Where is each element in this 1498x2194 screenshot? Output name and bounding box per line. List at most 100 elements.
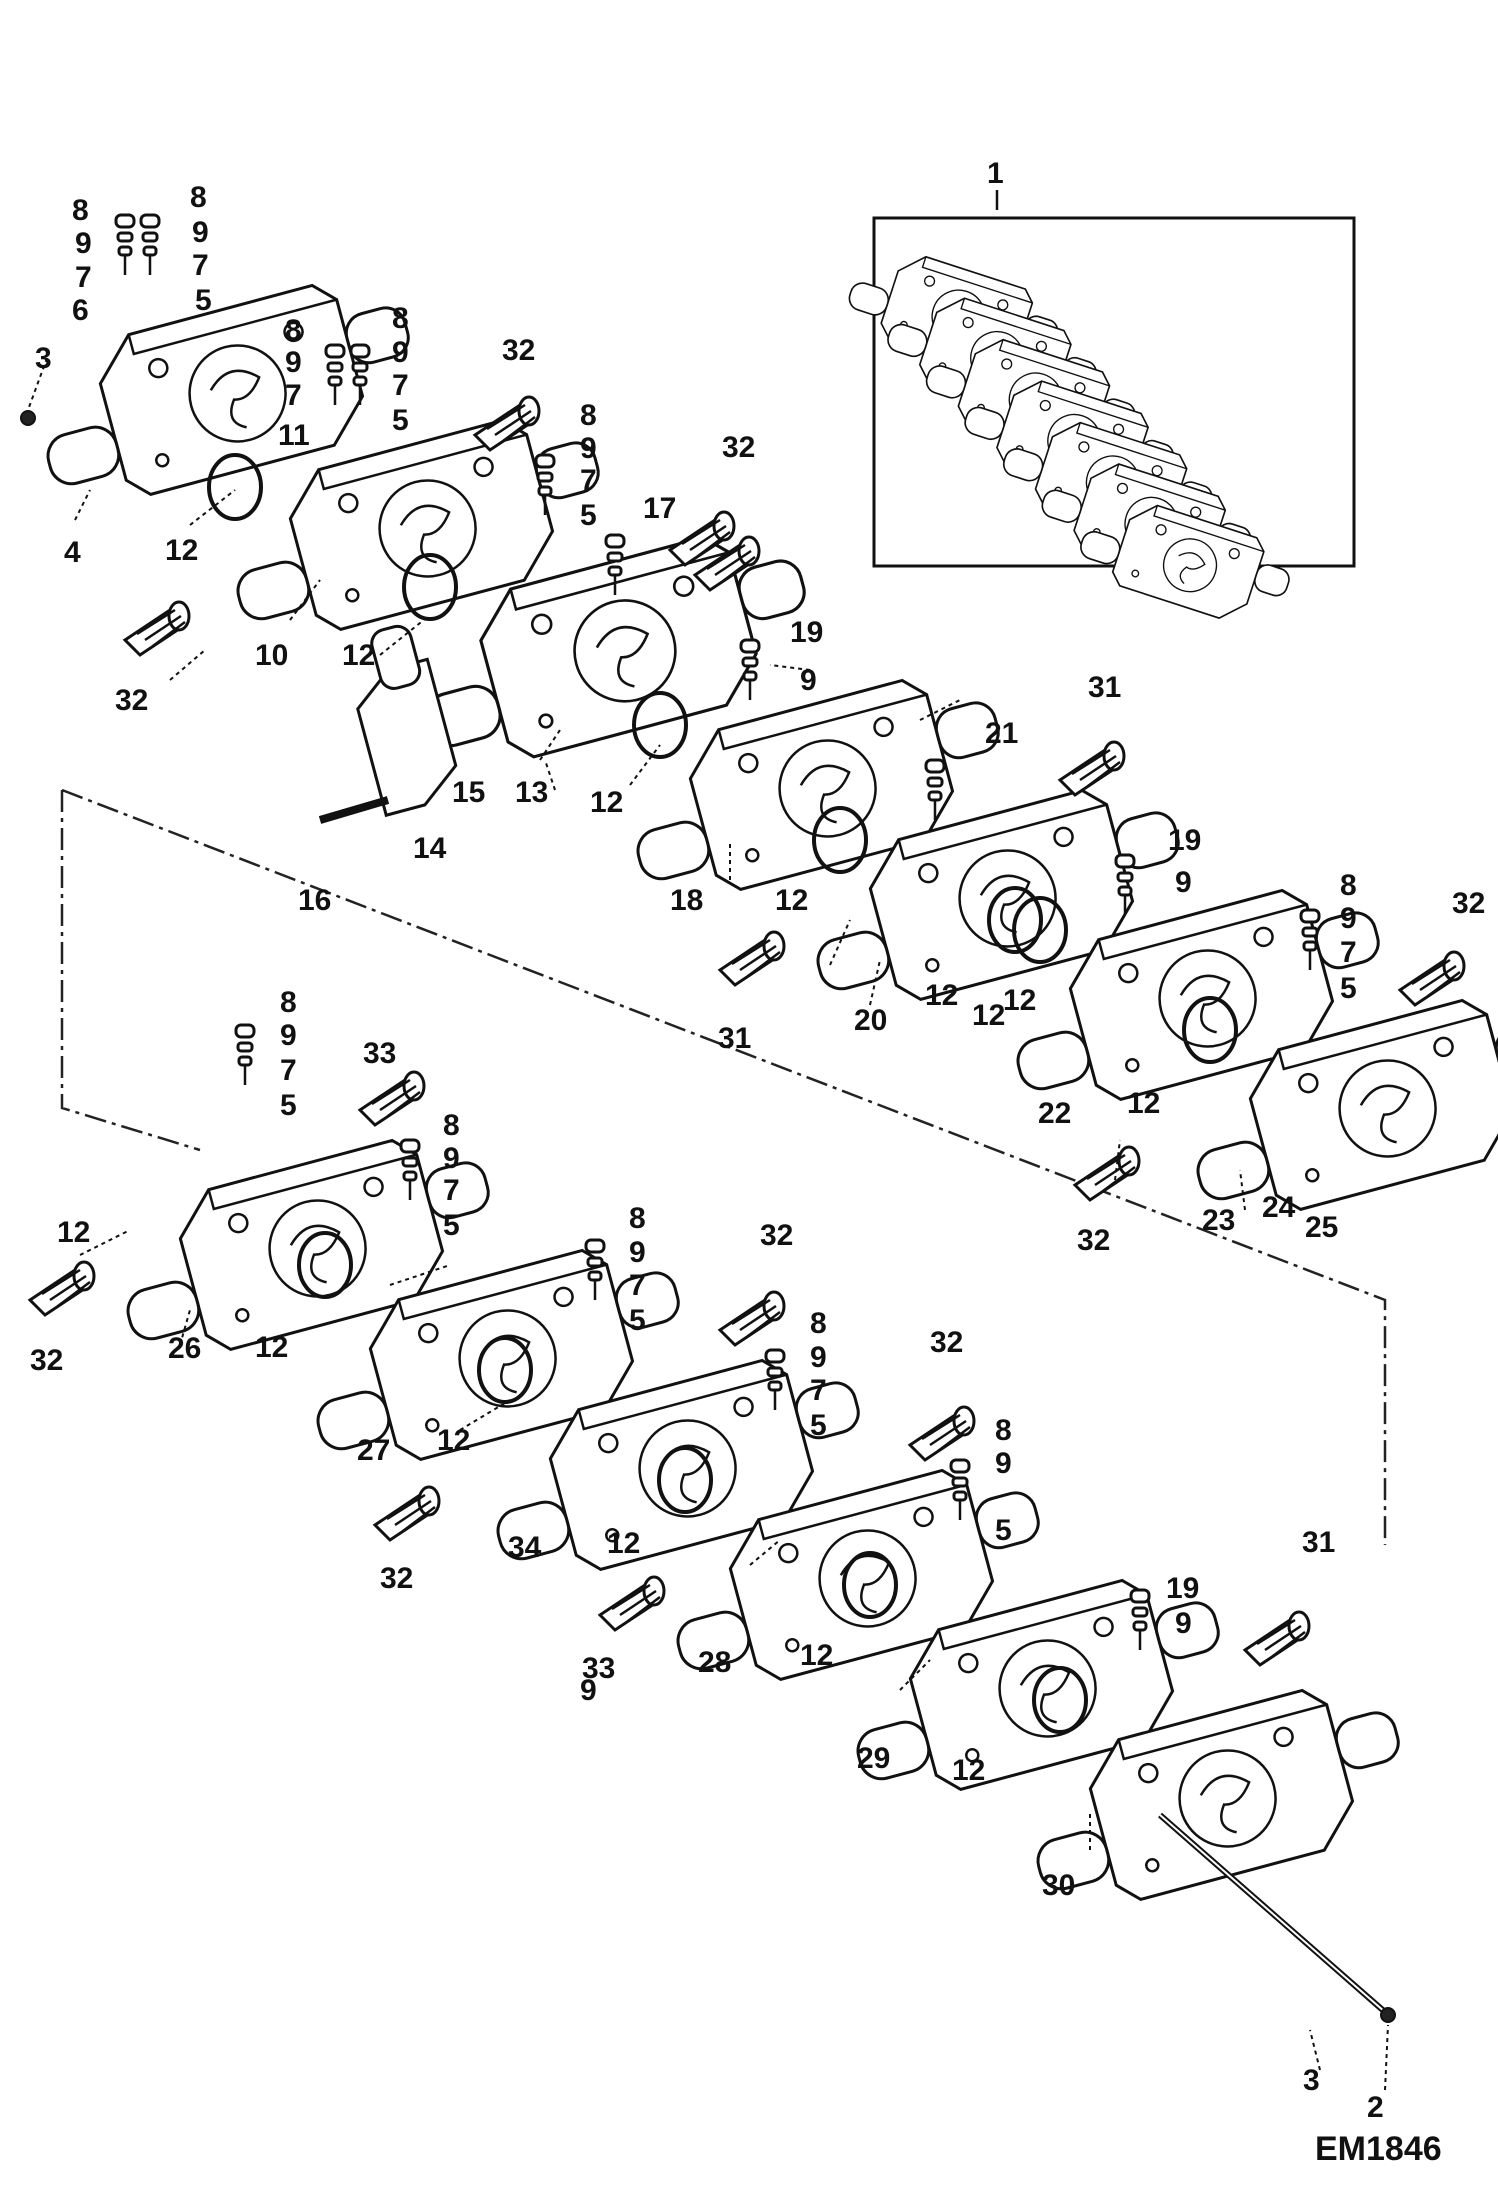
callout-32: 32 [760, 1219, 793, 1252]
callout-25: 25 [1305, 1211, 1338, 1244]
callout-9: 9 [810, 1341, 827, 1374]
callout-1: 1 [987, 157, 1004, 190]
callout-5: 5 [1340, 972, 1357, 1005]
callout-9: 9 [995, 1447, 1012, 1480]
callout-12: 12 [1003, 984, 1036, 1017]
callout-8: 8 [190, 181, 207, 214]
callout-24: 24 [1262, 1191, 1296, 1224]
callout-16: 16 [298, 884, 331, 917]
callout-33: 33 [582, 1652, 615, 1685]
callout-12: 12 [972, 999, 1005, 1032]
callout-19: 19 [1166, 1572, 1199, 1605]
callout-8: 8 [280, 986, 297, 1019]
callout-8: 8 [1340, 869, 1357, 902]
callout-19: 19 [790, 616, 823, 649]
callout-18: 18 [670, 884, 703, 917]
callout-32: 32 [1077, 1224, 1110, 1257]
callout-4: 4 [64, 536, 81, 569]
callout-5: 5 [629, 1304, 646, 1337]
callout-23: 23 [1202, 1204, 1235, 1237]
callout-7: 7 [443, 1174, 460, 1207]
callout-12: 12 [342, 639, 375, 672]
callout-9: 9 [392, 336, 409, 369]
callout-32: 32 [722, 431, 755, 464]
callout-19: 19 [1168, 824, 1201, 857]
callout-3: 3 [35, 342, 52, 375]
callout-5: 5 [195, 284, 212, 317]
callout-22: 22 [1038, 1097, 1071, 1130]
callout-12: 12 [57, 1216, 90, 1249]
callout-12: 12 [165, 534, 198, 567]
callout-8: 8 [392, 302, 409, 335]
callout-33: 33 [363, 1037, 396, 1070]
callout-28: 28 [698, 1646, 731, 1679]
callout-7: 7 [75, 261, 92, 294]
callout-27: 27 [357, 1434, 390, 1467]
tie-rod-short [318, 796, 390, 824]
callout-12: 12 [590, 786, 623, 819]
drawing-code: EM1846 [1315, 2130, 1442, 2168]
callout-2: 2 [1367, 2091, 1384, 2124]
callout-32: 32 [30, 1344, 63, 1377]
callout-8: 8 [995, 1414, 1012, 1447]
callout-13: 13 [515, 776, 548, 809]
callout-8: 8 [443, 1109, 460, 1142]
callout-9: 9 [1175, 866, 1192, 899]
callout-32: 32 [115, 684, 148, 717]
callout-9: 9 [800, 664, 817, 697]
callout-5: 5 [995, 1514, 1012, 1547]
callout-10: 10 [255, 639, 288, 672]
callout-5: 5 [280, 1089, 297, 1122]
callout-9: 9 [580, 432, 597, 465]
callout-12: 12 [925, 979, 958, 1012]
callout-34: 34 [508, 1531, 542, 1564]
callout-12: 12 [437, 1424, 470, 1457]
callout-31: 31 [1088, 671, 1121, 704]
callout-5: 5 [443, 1209, 460, 1242]
callout-32: 32 [1452, 887, 1485, 920]
callout-12: 12 [1127, 1087, 1160, 1120]
callout-8: 8 [810, 1307, 827, 1340]
callout-8: 8 [72, 194, 89, 227]
callout-7: 7 [1340, 936, 1357, 969]
callout-9: 9 [629, 1236, 646, 1269]
callout-7: 7 [192, 249, 209, 282]
callout-8: 8 [580, 399, 597, 432]
block-14 [356, 624, 458, 818]
callout-26: 26 [168, 1332, 201, 1365]
callout-9: 9 [192, 216, 209, 249]
callout-12: 12 [952, 1754, 985, 1787]
callout-7: 7 [285, 379, 302, 412]
callout-21: 21 [985, 717, 1018, 750]
assembly-boundary-line [60, 788, 1387, 1545]
callout-9: 9 [1175, 1607, 1192, 1640]
callout-17: 17 [643, 492, 676, 525]
callout-7: 7 [629, 1269, 646, 1302]
callout-12: 12 [607, 1527, 640, 1560]
callout-31: 31 [718, 1022, 751, 1055]
callout-31: 31 [1302, 1526, 1335, 1559]
callout-11: 11 [278, 419, 310, 452]
callout-6: 6 [72, 294, 89, 327]
callout-7: 7 [580, 464, 597, 497]
callout-9: 9 [580, 1674, 597, 1707]
callout-32: 32 [380, 1562, 413, 1595]
callout-5: 5 [392, 404, 409, 437]
callout-7: 7 [392, 369, 409, 402]
callout-9: 9 [285, 346, 302, 379]
callout-8: 8 [629, 1202, 646, 1235]
callout-9: 9 [443, 1142, 460, 1175]
callout-9: 9 [280, 1019, 297, 1052]
callout-32: 32 [502, 334, 535, 367]
callout-3: 3 [1303, 2064, 1320, 2097]
callout-12: 12 [255, 1331, 288, 1364]
callout-5: 5 [810, 1409, 827, 1442]
callout-5: 5 [580, 499, 597, 532]
callout-7: 7 [280, 1054, 297, 1087]
callout-32: 32 [930, 1326, 963, 1359]
callout-14: 14 [413, 832, 447, 865]
callout-8: 8 [285, 314, 302, 347]
callout-9: 9 [1340, 902, 1357, 935]
